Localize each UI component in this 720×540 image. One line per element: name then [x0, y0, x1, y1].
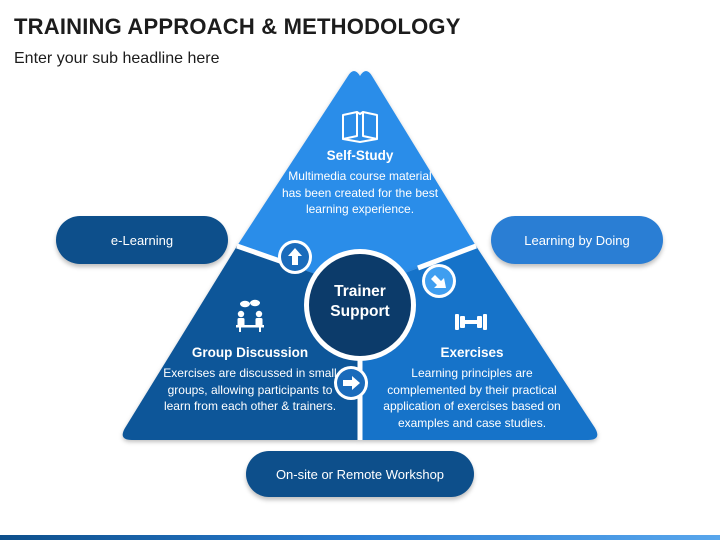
meeting-icon	[236, 299, 264, 332]
pill-elearning: e-Learning	[56, 216, 228, 264]
group-discussion-title: Group Discussion	[191, 345, 309, 360]
pill-learning-by-doing: Learning by Doing	[491, 216, 663, 264]
exercises-desc: Learning principles are complemented by …	[383, 366, 561, 430]
divider-right	[417, 243, 477, 271]
segment-self-study	[237, 71, 476, 290]
exercises-title: Exercises	[440, 345, 504, 360]
arrow-down-right-icon	[422, 264, 456, 298]
segment-exercises	[360, 246, 598, 440]
footer-bar	[0, 535, 720, 540]
self-study-title: Self-Study	[326, 148, 394, 163]
exercises-block: Exercises Learning principles are comple…	[372, 345, 572, 431]
arrow-up-icon	[278, 240, 312, 274]
group-discussion-desc: Exercises are discussed in small groups,…	[163, 366, 337, 413]
dumbbell-icon	[455, 314, 487, 330]
arrow-right-icon	[334, 366, 368, 400]
pill-workshop: On-site or Remote Workshop	[246, 451, 474, 497]
center-label: Trainer Support	[330, 283, 390, 320]
group-discussion-block: Group Discussion Exercises are discussed…	[160, 345, 340, 415]
center-circle	[309, 254, 411, 356]
segment-group-discussion	[122, 246, 361, 440]
self-study-desc: Multimedia course material has been crea…	[281, 169, 439, 216]
page-subtitle: Enter your sub headline here	[14, 50, 220, 67]
book-icon	[342, 111, 378, 143]
page-title: TRAINING APPROACH & METHODOLOGY	[14, 14, 461, 39]
self-study-block: Self-Study Multimedia course material ha…	[280, 148, 440, 218]
